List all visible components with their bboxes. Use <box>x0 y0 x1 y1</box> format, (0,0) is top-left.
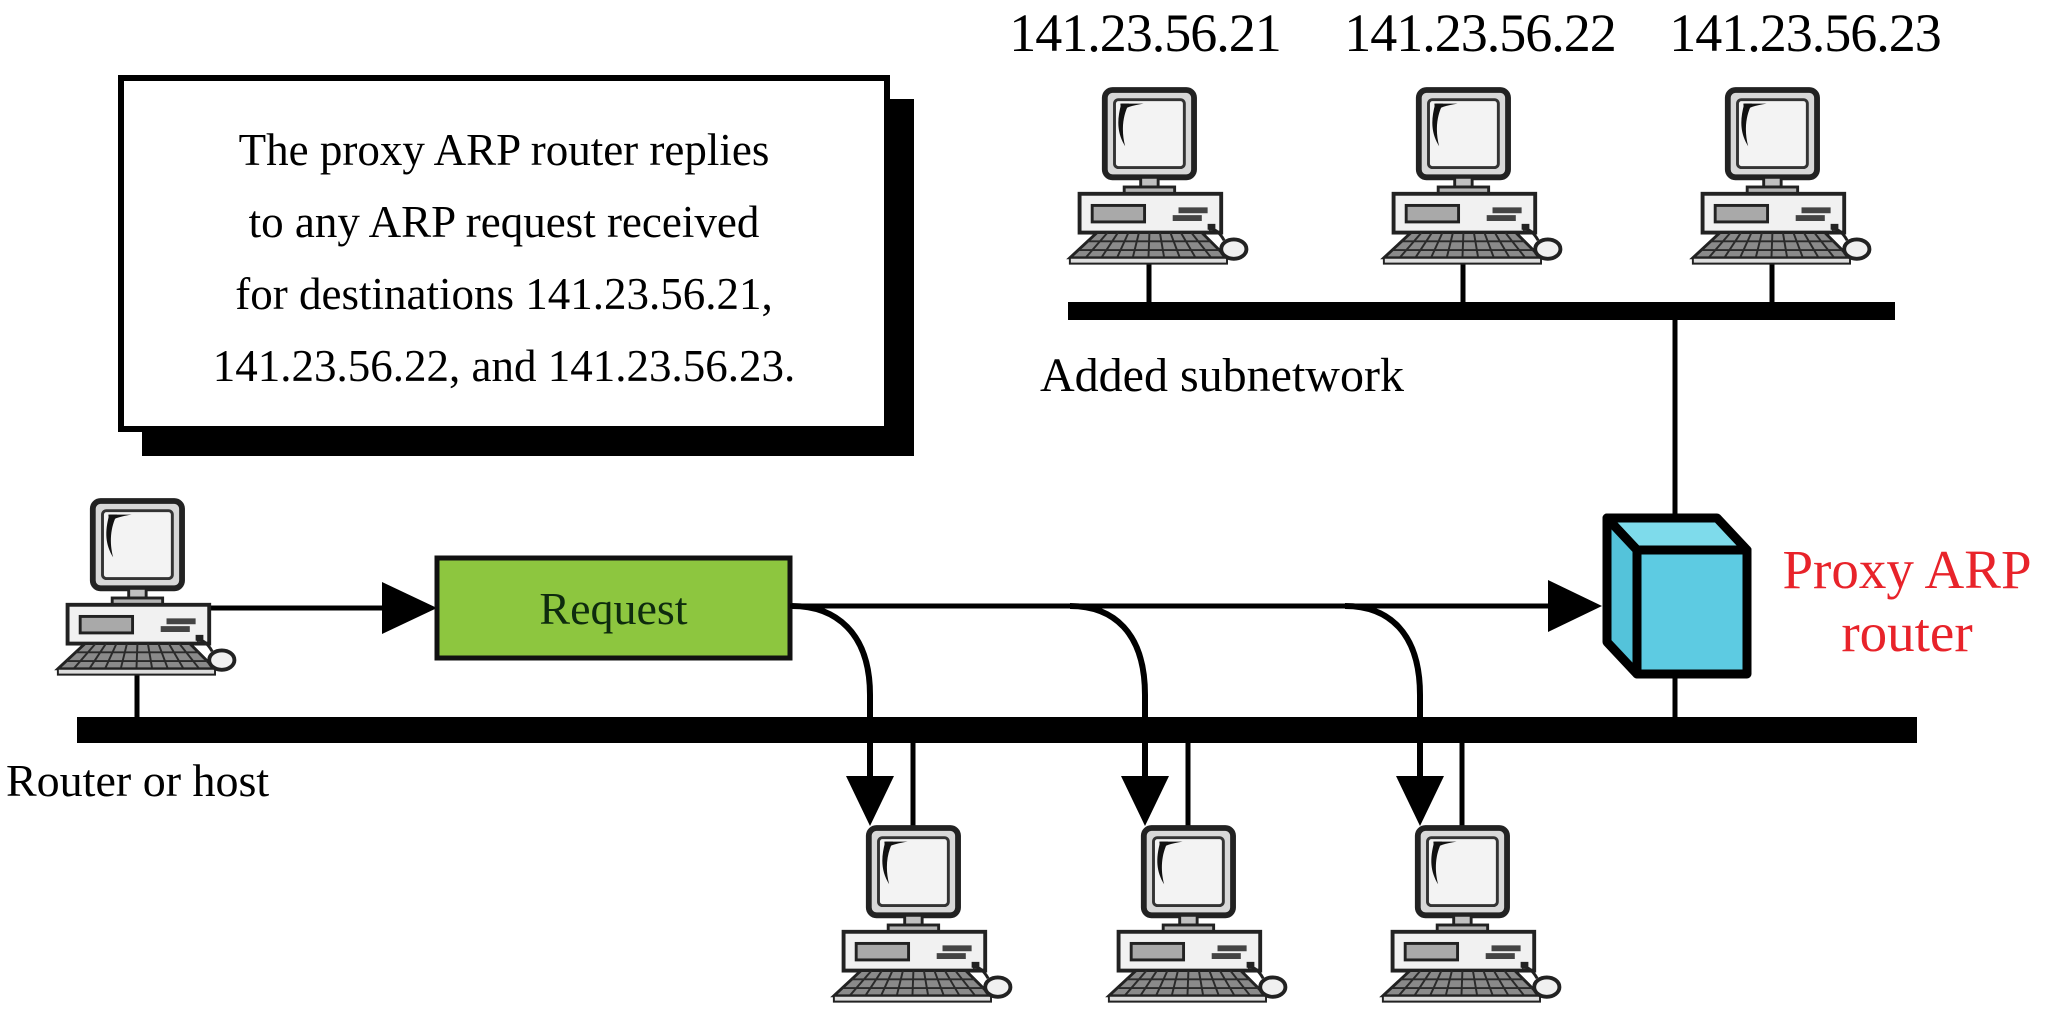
arrowhead-icon <box>846 776 894 826</box>
arrowhead-icon <box>1548 580 1602 632</box>
proxy-arp-router-line2: router <box>1841 602 1973 663</box>
host-drop-lines <box>910 740 1465 832</box>
ip-label-3: 141.23.56.23 <box>1669 3 1942 63</box>
router-or-host-label: Router or host <box>6 755 270 806</box>
note-text: The proxy ARP router replies to any ARP … <box>124 81 884 402</box>
arrowhead-icon <box>1396 776 1444 826</box>
request-arrow-right <box>790 580 1602 632</box>
router-cube-icon <box>1602 513 1752 679</box>
added-subnetwork-label: Added subnetwork <box>1040 349 1404 402</box>
request-label: Request <box>539 582 688 634</box>
arrowhead-icon <box>382 582 437 634</box>
branch-arrowheads <box>846 776 1444 826</box>
proxy-arp-router-label: Proxy ARP router <box>1762 538 2048 664</box>
note-box: The proxy ARP router replies to any ARP … <box>118 75 890 432</box>
request-arrow-left <box>200 582 437 634</box>
computer-icon <box>1384 90 1561 264</box>
computer-icon <box>1693 90 1870 264</box>
router-drop-lines <box>134 318 1678 719</box>
note-line: The proxy ARP router replies <box>238 125 770 175</box>
computer-icon <box>1070 90 1247 264</box>
note-line: to any ARP request received <box>248 197 760 247</box>
subnet-drop-lines <box>1146 262 1775 304</box>
main-network-bus <box>77 717 1917 743</box>
computer-icon <box>834 828 1011 1002</box>
note-line: 141.23.56.22, and 141.23.56.23. <box>212 341 796 391</box>
branch-curves <box>791 603 1423 778</box>
added-subnetwork-bus <box>1068 302 1895 320</box>
proxy-arp-router-line1: Proxy ARP <box>1782 539 2032 600</box>
computer-icon <box>58 501 235 675</box>
computer-icon <box>1383 828 1560 1002</box>
ip-label-1: 141.23.56.21 <box>1009 3 1282 63</box>
note-line: for destinations 141.23.56.21, <box>235 269 773 319</box>
request-box <box>434 555 793 661</box>
computer-icon <box>1109 828 1286 1002</box>
ip-label-2: 141.23.56.22 <box>1344 3 1617 63</box>
arrowhead-icon <box>1121 776 1169 826</box>
